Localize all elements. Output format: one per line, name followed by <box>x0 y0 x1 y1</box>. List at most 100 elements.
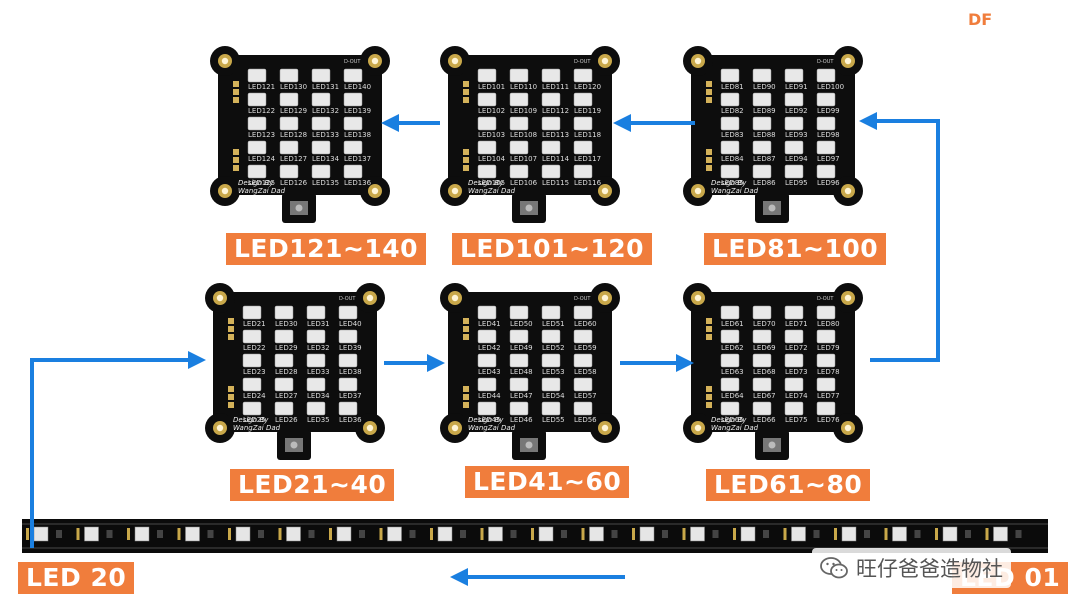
strip-resistor <box>763 530 769 538</box>
led-chip <box>816 92 836 107</box>
led-chip <box>784 401 804 416</box>
led-chip <box>509 305 529 320</box>
led-chip <box>343 140 363 155</box>
led-label: LED86 <box>753 179 776 187</box>
led-chip <box>541 140 561 155</box>
strip-resistor <box>56 530 62 538</box>
led-chip <box>784 353 804 368</box>
led-label: LED90 <box>753 83 776 91</box>
led-chip <box>477 401 497 416</box>
led-label: LED125 <box>248 179 275 187</box>
led-label: LED114 <box>542 155 570 163</box>
led-label: LED91 <box>785 83 808 91</box>
led-chip <box>509 377 529 392</box>
strip-led <box>134 526 150 542</box>
led-label: LED93 <box>785 131 808 139</box>
silkscreen-dout: D-OUT <box>817 59 834 65</box>
strip-led <box>589 526 604 542</box>
led-label: LED40 <box>339 320 362 328</box>
led-chip <box>720 164 740 179</box>
led-strip <box>22 519 1048 553</box>
mount-hole-center <box>451 57 459 65</box>
header-pin <box>463 97 469 103</box>
led-chip <box>541 164 561 179</box>
led-label: LED98 <box>817 131 840 139</box>
led-chip <box>573 377 593 392</box>
strip-led <box>740 526 756 542</box>
led-label: LED137 <box>344 155 371 163</box>
led-chip <box>752 164 772 179</box>
led-label: LED115 <box>542 179 569 187</box>
led-label: LED127 <box>280 155 307 163</box>
strip-resistor <box>157 530 163 538</box>
led-chip <box>311 140 331 155</box>
silkscreen-dout: D-OUT <box>344 59 361 65</box>
led-label: LED57 <box>574 392 597 400</box>
led-chip <box>509 401 529 416</box>
header-pin <box>463 157 469 163</box>
led-chip <box>247 164 267 179</box>
mount-hole-center <box>844 187 852 195</box>
led-label: LED111 <box>542 83 569 91</box>
header-pin <box>228 402 234 408</box>
brand-logo: DF <box>968 10 993 29</box>
led-chip <box>752 329 772 344</box>
led-label: LED136 <box>344 179 372 187</box>
led-chip <box>816 377 836 392</box>
strip-resistor <box>409 530 416 538</box>
led-label: LED75 <box>785 416 808 424</box>
led-label: LED73 <box>785 368 808 376</box>
strip-resistor <box>460 530 466 538</box>
header-pin <box>228 394 234 400</box>
pcb-body <box>448 292 612 432</box>
header-pin <box>463 165 469 171</box>
led-chip <box>274 305 294 320</box>
header-pin <box>463 149 469 155</box>
connector-pin <box>295 204 303 212</box>
led-chip <box>541 92 561 107</box>
led-chip <box>573 305 593 320</box>
strip-cut-pad <box>430 528 433 540</box>
pcb-board-b121: LED121LED122LED123LED124LED125LED130LED1… <box>210 46 390 223</box>
led-chip <box>573 401 593 416</box>
led-label: LED66 <box>753 416 776 424</box>
led-chip <box>306 329 326 344</box>
silkscreen-author: WangZai Dad <box>711 187 759 195</box>
led-chip <box>279 92 299 107</box>
led-label: LED130 <box>280 83 307 91</box>
led-chip <box>720 68 740 83</box>
label-led21-40: LED21~40 <box>230 469 395 501</box>
led-label: LED76 <box>817 416 840 424</box>
mount-hole-center <box>694 57 702 65</box>
led-label: LED107 <box>510 155 537 163</box>
header-pin <box>706 394 712 400</box>
led-chip <box>242 401 262 416</box>
led-label: LED68 <box>753 368 776 376</box>
led-label: LED104 <box>478 155 506 163</box>
led-chip <box>720 329 740 344</box>
led-chip <box>343 68 363 83</box>
pcb-body <box>448 55 612 195</box>
led-label: LED118 <box>574 131 601 139</box>
led-label: LED126 <box>280 179 308 187</box>
strip-cut-pad <box>228 528 231 540</box>
led-label: LED21 <box>243 320 266 328</box>
led-chip <box>720 92 740 107</box>
led-chip <box>816 329 836 344</box>
led-chip <box>509 329 529 344</box>
led-chip <box>816 116 836 131</box>
led-label: LED31 <box>307 320 330 328</box>
strip-led <box>993 526 1008 542</box>
led-chip <box>477 377 497 392</box>
led-label: LED72 <box>785 344 808 352</box>
header-pin <box>706 318 712 324</box>
led-chip <box>784 164 804 179</box>
led-chip <box>752 353 772 368</box>
mount-hole-center <box>844 57 852 65</box>
led-chip <box>306 305 326 320</box>
led-label: LED134 <box>312 155 340 163</box>
mount-hole-center <box>366 424 374 432</box>
strip-led <box>488 526 503 542</box>
connector-pin <box>525 441 533 449</box>
header-pin <box>233 157 239 163</box>
